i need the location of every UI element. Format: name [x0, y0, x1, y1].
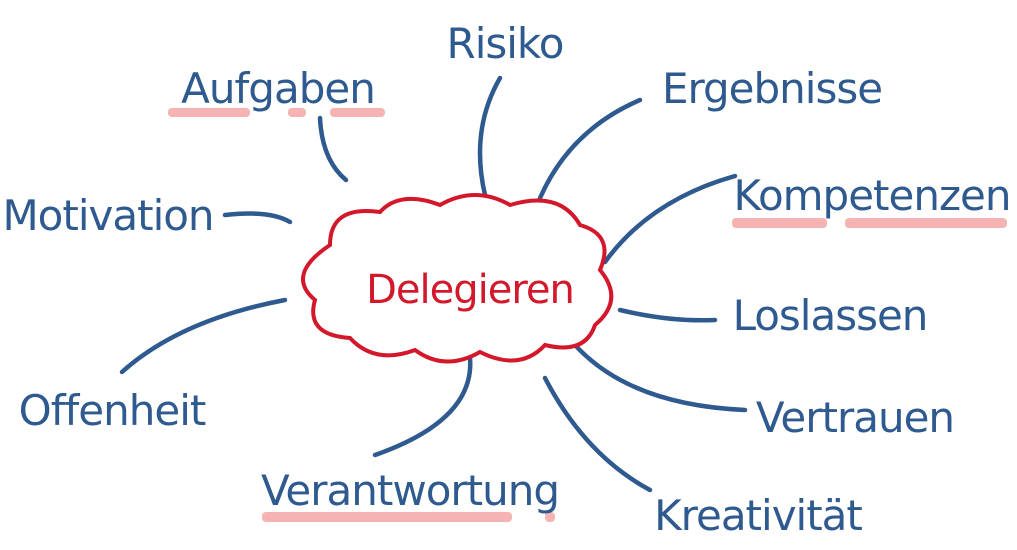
branch-line-verantwortung	[372, 355, 473, 458]
branch-label-kompetenzen: Kompetenzen	[734, 171, 1011, 220]
branch-label-verantwortung: Verantwortung	[261, 466, 559, 515]
branch-label-loslassen: Loslassen	[733, 291, 928, 340]
branch-line-loslassen	[617, 307, 718, 323]
branch-line-motivation	[222, 211, 293, 225]
branch-line-kreativitaet	[542, 375, 653, 493]
branch-line-risiko	[477, 75, 503, 198]
branch-line-ergebnisse	[537, 97, 643, 201]
branch-line-offenheit	[119, 297, 288, 375]
highlight-kompetenzen	[732, 218, 827, 228]
highlight-verantwortung	[545, 512, 555, 522]
branch-label-vertrauen: Vertrauen	[756, 393, 954, 442]
highlight-kompetenzen	[845, 218, 1007, 228]
branch-label-risiko: Risiko	[447, 19, 564, 68]
branch-line-kompetenzen	[602, 173, 738, 265]
branch-label-aufgaben: Aufgaben	[181, 64, 375, 113]
highlight-verantwortung	[262, 512, 512, 522]
cloud-shape	[301, 193, 614, 364]
branch-label-kreativitaet: Kreativität	[654, 491, 862, 540]
branch-label-offenheit: Offenheit	[19, 386, 206, 435]
highlight-aufgaben	[330, 108, 385, 117]
branch-label-motivation: Motivation	[2, 191, 213, 240]
highlight-aufgaben	[288, 108, 306, 117]
branch-label-ergebnisse: Ergebnisse	[662, 64, 882, 113]
center-label: Delegieren	[366, 267, 574, 313]
highlight-aufgaben	[168, 108, 250, 117]
branch-line-vertrauen	[572, 342, 748, 413]
branch-line-aufgaben	[317, 115, 349, 183]
